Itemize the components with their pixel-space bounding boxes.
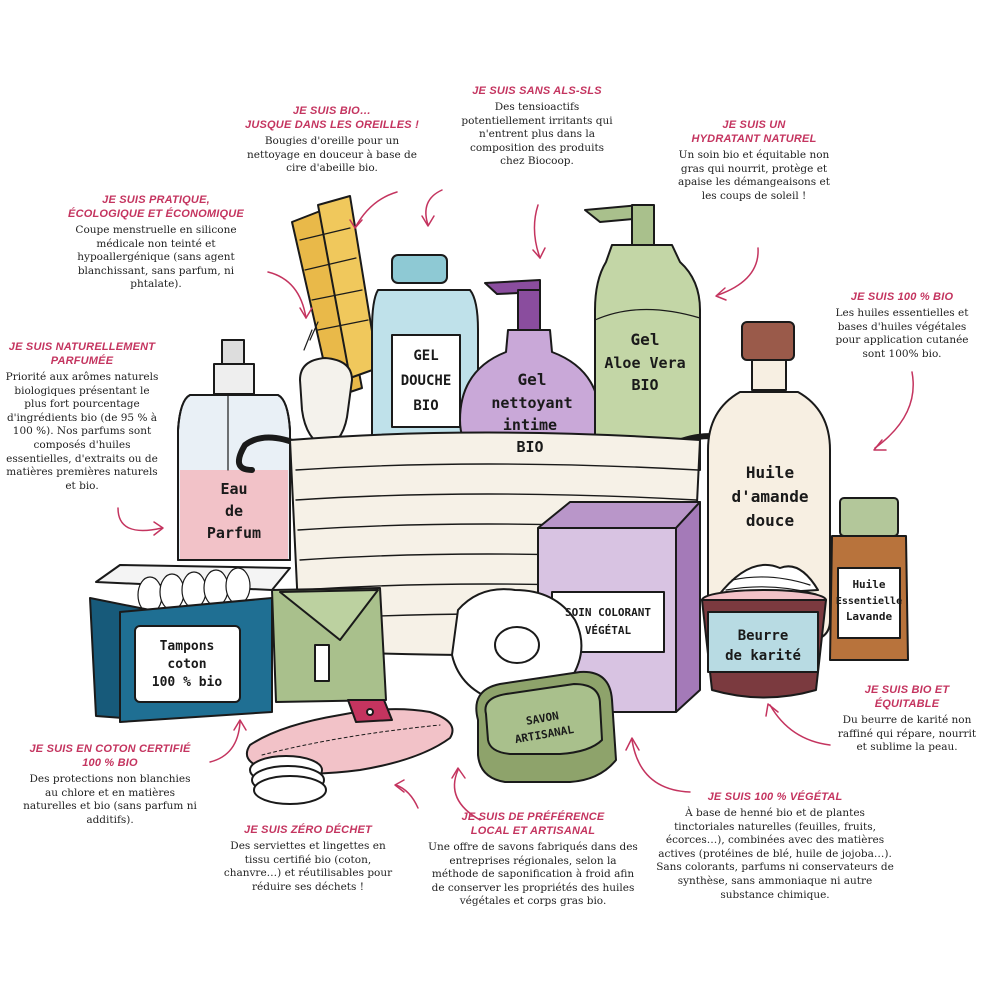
tampons-box xyxy=(89,564,291,723)
callout-parfumee-title-2: PARFUMÉE xyxy=(50,355,114,367)
beurre-label-2: de karité xyxy=(725,648,801,664)
ear-candles xyxy=(291,195,379,399)
callout-oreilles-text: Bougies d'oreille pour un nettoyage en d… xyxy=(247,135,417,175)
callout-sans-sls: JE SUIS SANS ALS-SLS Des tensioactifs po… xyxy=(448,84,626,169)
callout-hydratant-text: Un soin bio et équitable non gras qui no… xyxy=(678,149,830,202)
amande-label-1: Huile xyxy=(746,463,794,482)
callout-bio100-title: JE SUIS 100 % BIO xyxy=(850,291,954,303)
callout-hydratant-title-1: JE SUIS UN xyxy=(722,119,786,131)
callout-sans-sls-title: JE SUIS SANS ALS-SLS xyxy=(472,85,602,97)
callout-coton-title-2: 100 % BIO xyxy=(82,757,138,769)
tampons-label-1: Tampons xyxy=(160,639,215,654)
aloe-label-1: Gel xyxy=(631,330,660,349)
callout-equitable-title-1: JE SUIS BIO ET xyxy=(864,684,950,696)
callout-local-title-1: JE SUIS DE PRÉFÉRENCE xyxy=(461,811,605,823)
beurre-label-1: Beurre xyxy=(738,628,789,644)
gel-intime-label-1: Gel xyxy=(518,370,547,389)
gel-douche-label-2: DOUCHE xyxy=(401,373,452,389)
gel-douche-label-1: GEL xyxy=(413,348,438,364)
aloe-label-3: BIO xyxy=(631,376,658,394)
callout-sans-sls-text: Des tensioactifs potentiellement irritan… xyxy=(461,101,613,168)
parfum-label-1: Eau xyxy=(220,480,247,498)
callout-coton: JE SUIS EN COTON CERTIFIÉ 100 % BIO Des p… xyxy=(20,742,200,827)
colorant-label-2: VÉGÉTAL xyxy=(585,624,632,637)
washable-sponge xyxy=(451,588,583,705)
callout-parfumee-title-1: JE SUIS NATURELLEMENT xyxy=(8,341,156,353)
gel-intime-label-4: BIO xyxy=(516,438,543,456)
callout-pratique: JE SUIS PRATIQUE, ÉCOLOGIQUE ET ÉCONOMIQU… xyxy=(56,193,256,292)
cotton-rounds xyxy=(249,755,327,805)
callout-arrows xyxy=(117,189,914,821)
callout-vegetal-title: JE SUIS 100 % VÉGÉTAL xyxy=(707,791,843,803)
colorant-label-1: SOIN COLORANT xyxy=(565,606,651,619)
callout-pratique-title-2: ÉCOLOGIQUE ET ÉCONOMIQUE xyxy=(68,208,244,220)
lavande-label-2: Essentielle xyxy=(836,595,902,607)
callout-local-text: Une offre de savons fabriqués dans des e… xyxy=(428,841,638,908)
savon-label-1: SAVON xyxy=(525,709,560,728)
parfum-label-2: de xyxy=(225,502,243,520)
callout-oreilles-title-1: JE SUIS BIO… xyxy=(292,105,372,117)
amande-label-2: d'amande xyxy=(731,487,808,506)
gel-douche-label-3: BIO xyxy=(413,398,438,414)
callout-oreilles: JE SUIS BIO… JUSQUE DANS LES OREILLES ! B… xyxy=(222,104,442,176)
callout-vegetal: JE SUIS 100 % VÉGÉTAL À base de henné bi… xyxy=(654,790,896,902)
callout-local-title-2: LOCAL ET ARTISANAL xyxy=(470,825,596,837)
aloe-vera-bottle xyxy=(584,204,701,471)
callout-parfumee: JE SUIS NATURELLEMENT PARFUMÉE Priorité a… xyxy=(2,340,162,493)
lavande-label-1: Huile xyxy=(852,578,885,591)
gel-intime-label-3: intime xyxy=(503,416,557,434)
callout-pratique-text: Coupe menstruelle en silicone médicale n… xyxy=(75,224,237,291)
lavande-label-3: Lavande xyxy=(846,610,893,623)
callout-oreilles-title-2: JUSQUE DANS LES OREILLES ! xyxy=(245,119,419,131)
callout-zero-dechet: JE SUIS ZÉRO DÉCHET Des serviettes et li… xyxy=(222,823,394,894)
callout-bio100: JE SUIS 100 % BIO Les huiles essentielle… xyxy=(828,290,976,361)
callout-zero-dechet-title: JE SUIS ZÉRO DÉCHET xyxy=(244,824,372,836)
cloth-pad-pouch xyxy=(271,587,387,703)
parfum-label-3: Parfum xyxy=(207,524,261,542)
callout-bio100-text: Les huiles essentielles et bases d'huile… xyxy=(835,307,969,360)
gel-intime-label-2: nettoyant xyxy=(491,394,572,412)
callout-equitable-text: Du beurre de karité non raffiné qui répa… xyxy=(837,714,977,754)
amande-label-3: douce xyxy=(746,511,794,530)
tampons-label-2: coton xyxy=(167,657,206,672)
shea-butter-jar xyxy=(701,563,827,699)
callout-vegetal-text: À base de henné bio et de plantes tincto… xyxy=(656,807,894,901)
tampons-label-3: 100 % bio xyxy=(152,675,223,690)
aloe-label-2: Aloe Vera xyxy=(604,354,685,372)
callout-coton-text: Des protections non blanchies au chlore … xyxy=(23,773,197,826)
callout-hydratant: JE SUIS UN HYDRATANT NATUREL Un soin bio … xyxy=(676,118,832,203)
callout-coton-title-1: JE SUIS EN COTON CERTIFIÉ xyxy=(29,743,191,755)
callout-pratique-title-1: JE SUIS PRATIQUE, xyxy=(102,194,210,206)
callout-hydratant-title-2: HYDRATANT NATUREL xyxy=(691,133,817,145)
callout-zero-dechet-text: Des serviettes et lingettes en tissu cer… xyxy=(223,840,393,893)
callout-equitable: JE SUIS BIO ET ÉQUITABLE Du beurre de kar… xyxy=(836,683,978,755)
callout-equitable-title-2: ÉQUITABLE xyxy=(874,698,940,710)
gel-douche-bottle xyxy=(371,254,479,456)
callout-parfumee-text: Priorité aux arômes naturels biologiques… xyxy=(5,371,159,492)
lavender-oil-bottle xyxy=(829,497,909,661)
artisan-soap xyxy=(475,670,617,783)
